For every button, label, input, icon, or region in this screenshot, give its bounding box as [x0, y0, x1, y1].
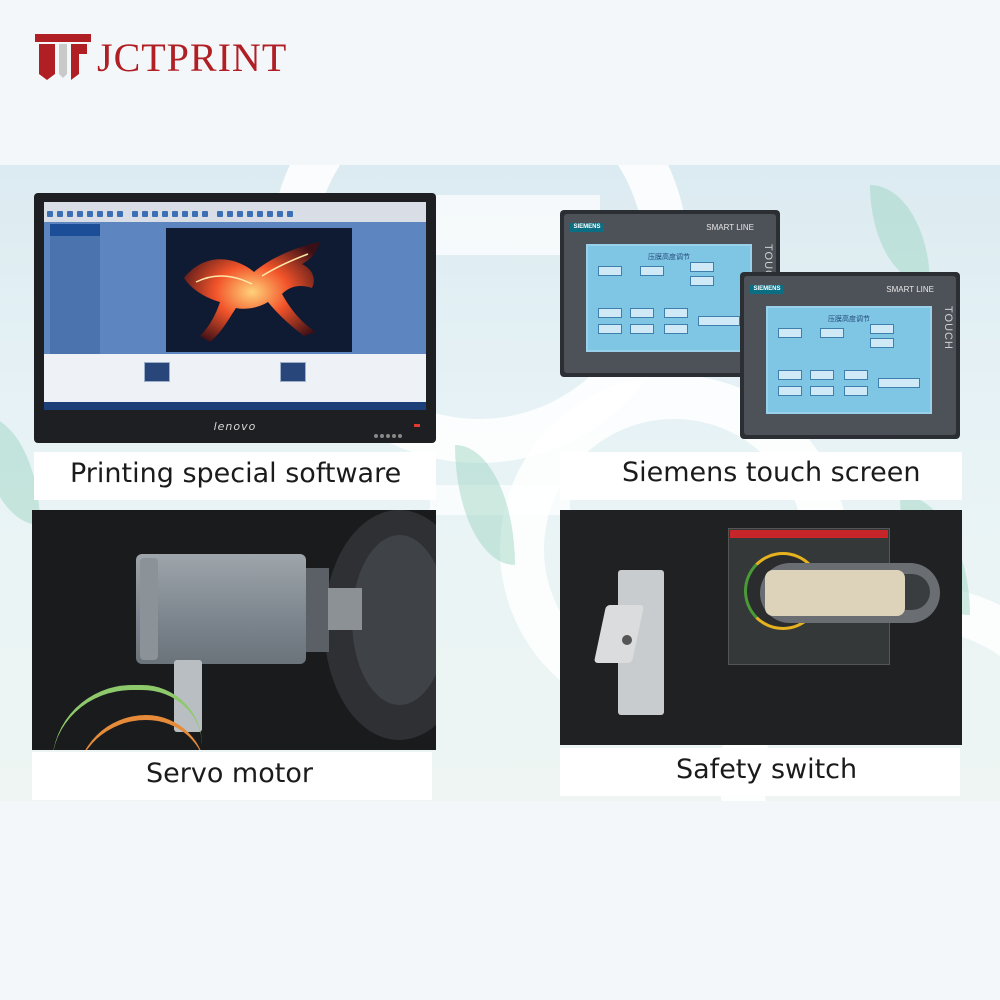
software-toolbar: [44, 202, 426, 222]
orange-cable: [76, 715, 206, 750]
caption-siemens-touch: Siemens touch screen: [622, 457, 921, 488]
servo-motor-body: [136, 554, 306, 664]
hmi-screen-title: 压膜高度调节: [828, 315, 870, 323]
servo-motor-photo: [32, 510, 436, 750]
software-job-list: [44, 354, 426, 402]
power-led: [414, 424, 420, 427]
brand-name: JCTPRINT: [97, 35, 288, 80]
hmi-screen: 压膜高度调节: [586, 244, 752, 352]
safety-switch-photo: [560, 510, 962, 745]
hmi-screen: 压膜高度调节: [766, 306, 932, 414]
hmi-touch-label: TOUCH: [942, 306, 954, 350]
caption-background: [32, 752, 432, 800]
brand-logo: JCTPRINT: [35, 30, 335, 80]
artwork-preview: [166, 228, 352, 352]
jct-logo-icon: [35, 34, 91, 80]
hmi-screen-title: 压膜高度调节: [648, 253, 690, 261]
siemens-logo: SIEMENS: [750, 285, 784, 294]
printing-software-monitor: lenovo: [34, 193, 436, 443]
monitor-buttons: [374, 423, 434, 438]
green-cable: [52, 685, 202, 750]
os-taskbar: [44, 402, 426, 410]
caption-background: [34, 452, 436, 500]
siemens-logo: SIEMENS: [570, 223, 604, 232]
software-screen: [44, 202, 426, 410]
keyhole-icon: [622, 635, 632, 645]
caption-servo-motor: Servo motor: [146, 758, 313, 789]
caption-printing-software: Printing special software: [70, 458, 402, 489]
software-side-panel: [50, 224, 100, 354]
caption-safety-switch: Safety switch: [676, 754, 858, 785]
caption-background: [560, 452, 962, 500]
hmi-series-label: SMART LINE: [886, 285, 934, 294]
caption-background: [560, 748, 960, 796]
hmi-series-label: SMART LINE: [706, 223, 754, 232]
siemens-hmi-panel-2: SIEMENS SMART LINE TOUCH 压膜高度调节: [740, 272, 960, 439]
fire-horse-image: [166, 228, 352, 352]
monitor-brand: lenovo: [213, 420, 257, 433]
